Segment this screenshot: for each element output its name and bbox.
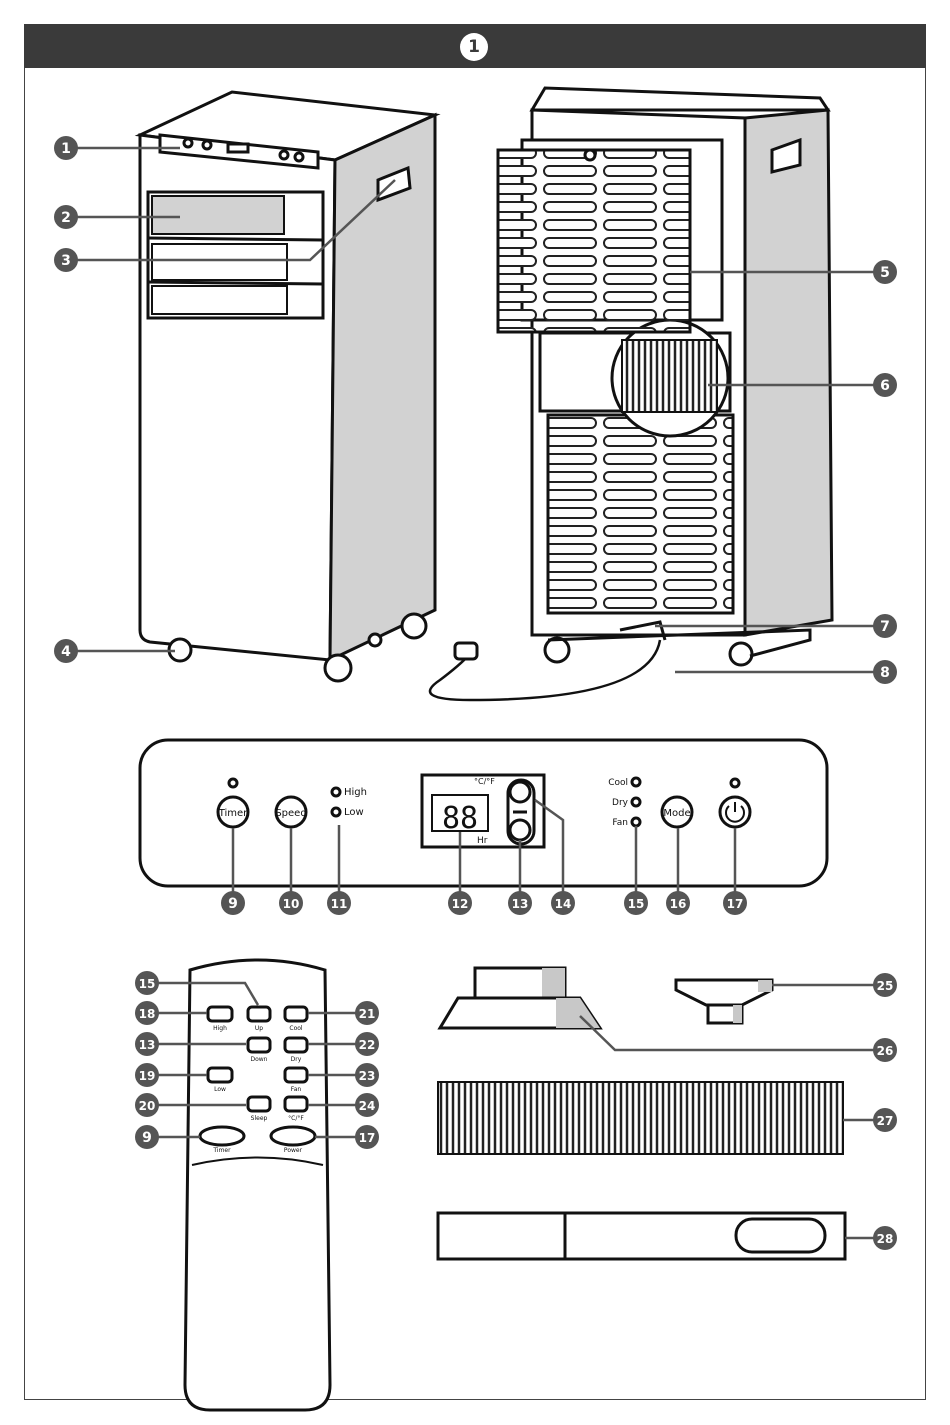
panel-hr-label: Hr bbox=[477, 836, 488, 846]
remote-timer-label: Timer bbox=[212, 1147, 231, 1154]
callout-number: 13 bbox=[512, 897, 529, 911]
callout-number: 15 bbox=[139, 977, 156, 991]
remote-dry-label: Dry bbox=[291, 1056, 302, 1063]
callout-number: 9 bbox=[228, 896, 238, 912]
remote-up-label: Up bbox=[255, 1025, 263, 1032]
callout-13: 13 bbox=[135, 1032, 159, 1056]
callout-number: 7 bbox=[880, 619, 890, 635]
callout-5: 5 bbox=[873, 260, 897, 284]
callout-number: 22 bbox=[359, 1038, 376, 1052]
callout-24: 24 bbox=[355, 1093, 379, 1117]
callout-12: 12 bbox=[448, 891, 472, 915]
callout-number: 26 bbox=[877, 1044, 894, 1058]
remote-sleep-label: Sleep bbox=[251, 1115, 268, 1122]
callout-14: 14 bbox=[551, 891, 575, 915]
leader-lines bbox=[66, 146, 885, 1240]
callout-25: 25 bbox=[873, 973, 897, 997]
callout-27: 27 bbox=[873, 1108, 897, 1132]
remote-high-label: High bbox=[213, 1025, 227, 1032]
callout-23: 23 bbox=[355, 1063, 379, 1087]
panel-mode-label: Mode bbox=[663, 808, 690, 819]
remote-control bbox=[183, 958, 332, 1412]
callout-2: 2 bbox=[54, 205, 78, 229]
callout-18: 18 bbox=[135, 1001, 159, 1025]
callout-19: 19 bbox=[135, 1063, 159, 1087]
callout-number: 6 bbox=[880, 378, 890, 394]
callout-number: 19 bbox=[139, 1069, 156, 1083]
callout-number: 1 bbox=[61, 141, 71, 157]
callout-3: 3 bbox=[54, 248, 78, 272]
callout-20: 20 bbox=[135, 1093, 159, 1117]
callout-8: 8 bbox=[873, 660, 897, 684]
exhaust-hose bbox=[437, 1081, 844, 1155]
panel-speed-label: Speed bbox=[275, 808, 306, 819]
window-slider bbox=[436, 1211, 847, 1261]
remote-power-label: Power bbox=[284, 1147, 303, 1154]
callout-1: 1 bbox=[54, 136, 78, 160]
callout-15: 15 bbox=[135, 971, 159, 995]
callout-number: 27 bbox=[877, 1114, 894, 1128]
callout-number: 12 bbox=[452, 897, 469, 911]
back-unit bbox=[428, 86, 834, 702]
callout-number: 5 bbox=[880, 265, 890, 281]
panel-display-digits: 88 bbox=[442, 801, 478, 836]
callout-number: 18 bbox=[139, 1007, 156, 1021]
callout-number: 10 bbox=[283, 897, 300, 911]
callout-26: 26 bbox=[873, 1038, 897, 1062]
control-panel bbox=[138, 738, 829, 888]
panel-fan-label: Fan bbox=[612, 818, 628, 828]
callout-number: 14 bbox=[555, 897, 572, 911]
callout-number: 24 bbox=[359, 1099, 376, 1113]
callout-11: 11 bbox=[327, 891, 351, 915]
callout-number: 16 bbox=[670, 897, 687, 911]
callout-number: 9 bbox=[142, 1130, 152, 1146]
callout-16: 16 bbox=[666, 891, 690, 915]
callout-9: 9 bbox=[221, 891, 245, 915]
exhaust-adapter bbox=[674, 978, 774, 1025]
callout-number: 25 bbox=[877, 979, 894, 993]
panel-high-label: High bbox=[344, 787, 367, 798]
remote-down-label: Down bbox=[250, 1056, 267, 1063]
remote-cool-label: Cool bbox=[289, 1025, 303, 1032]
callout-22: 22 bbox=[355, 1032, 379, 1056]
callout-15: 15 bbox=[624, 891, 648, 915]
panel-cool-label: Cool bbox=[608, 778, 628, 788]
callout-number: 21 bbox=[359, 1007, 376, 1021]
callout-6: 6 bbox=[873, 373, 897, 397]
remote-unit-label: °C/°F bbox=[288, 1115, 304, 1122]
remote-fan-label: Fan bbox=[291, 1086, 302, 1093]
callout-28: 28 bbox=[873, 1226, 897, 1250]
callout-7: 7 bbox=[873, 614, 897, 638]
callout-4: 4 bbox=[54, 639, 78, 663]
callout-number: 23 bbox=[359, 1069, 376, 1083]
callout-number: 11 bbox=[331, 897, 348, 911]
front-unit bbox=[134, 90, 441, 683]
callout-10: 10 bbox=[279, 891, 303, 915]
remote-low-label: Low bbox=[214, 1086, 226, 1093]
callout-number: 17 bbox=[359, 1131, 376, 1145]
callout-17: 17 bbox=[723, 891, 747, 915]
callout-9: 9 bbox=[135, 1125, 159, 1149]
callout-number: 15 bbox=[628, 897, 645, 911]
callout-number: 4 bbox=[61, 644, 71, 660]
figure-number: 1 bbox=[460, 33, 488, 61]
callout-number: 28 bbox=[877, 1232, 894, 1246]
panel-dry-label: Dry bbox=[612, 798, 629, 808]
callout-13: 13 bbox=[508, 891, 532, 915]
callout-number: 3 bbox=[61, 253, 71, 269]
panel-timer-label: Timer bbox=[218, 808, 248, 819]
callout-21: 21 bbox=[355, 1001, 379, 1025]
callout-number: 20 bbox=[139, 1099, 156, 1113]
panel-low-label: Low bbox=[344, 807, 364, 818]
callout-number: 17 bbox=[727, 897, 744, 911]
callout-17: 17 bbox=[355, 1125, 379, 1149]
callout-number: 8 bbox=[880, 665, 890, 681]
panel-unit-label: °C/°F bbox=[474, 777, 495, 786]
callout-number: 2 bbox=[61, 210, 71, 226]
window-adapter bbox=[437, 966, 603, 1030]
callout-number: 13 bbox=[139, 1038, 156, 1052]
